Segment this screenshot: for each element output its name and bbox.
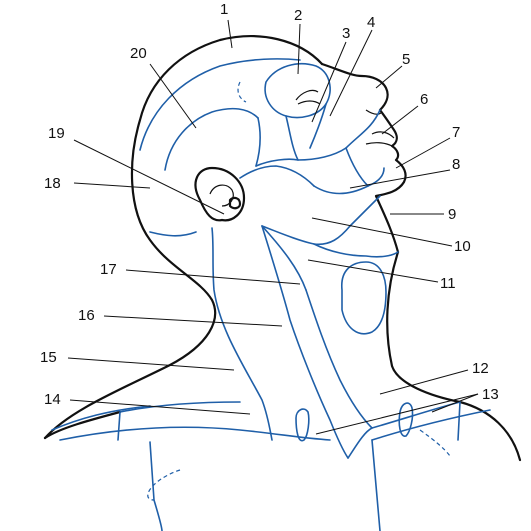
leader-19 xyxy=(73,139,225,215)
leader-16 xyxy=(103,315,283,327)
label-11: 11 xyxy=(440,275,456,292)
leader-11 xyxy=(307,259,439,283)
leader-13b xyxy=(431,393,479,413)
label-19: 19 xyxy=(48,125,65,142)
label-15: 15 xyxy=(40,349,57,366)
leader-8 xyxy=(349,169,451,189)
label-17: 17 xyxy=(100,261,117,278)
label-1: 1 xyxy=(220,1,228,18)
leader-17 xyxy=(125,269,301,285)
leader-2 xyxy=(297,23,301,75)
label-6: 6 xyxy=(420,91,428,108)
region-boundaries xyxy=(51,58,491,531)
leader-18 xyxy=(73,182,151,189)
label-9: 9 xyxy=(448,206,456,223)
leader-5 xyxy=(375,65,403,89)
label-8: 8 xyxy=(452,156,460,173)
region-labels: 1 2 3 4 5 6 7 8 9 10 11 12 13 14 15 16 1… xyxy=(40,1,499,408)
label-14: 14 xyxy=(44,391,61,408)
leader-lines xyxy=(67,19,479,435)
leader-13a xyxy=(315,393,479,435)
label-12: 12 xyxy=(472,360,489,377)
leader-14 xyxy=(69,399,251,415)
leader-1 xyxy=(227,19,233,49)
leader-6 xyxy=(381,105,419,135)
leader-20 xyxy=(149,63,197,129)
label-13: 13 xyxy=(482,386,499,403)
label-4: 4 xyxy=(367,14,375,31)
leader-10 xyxy=(311,217,453,247)
leader-4 xyxy=(329,29,373,117)
label-18: 18 xyxy=(44,175,61,192)
leader-3 xyxy=(311,41,347,123)
label-2: 2 xyxy=(294,7,302,24)
label-7: 7 xyxy=(452,124,460,141)
label-5: 5 xyxy=(402,51,410,68)
label-20: 20 xyxy=(130,45,147,62)
label-3: 3 xyxy=(342,25,350,42)
label-16: 16 xyxy=(78,307,95,324)
leader-15 xyxy=(67,357,235,371)
leader-7 xyxy=(395,137,451,169)
leader-12 xyxy=(379,369,469,395)
body-outline xyxy=(43,35,522,462)
label-10: 10 xyxy=(454,238,471,255)
